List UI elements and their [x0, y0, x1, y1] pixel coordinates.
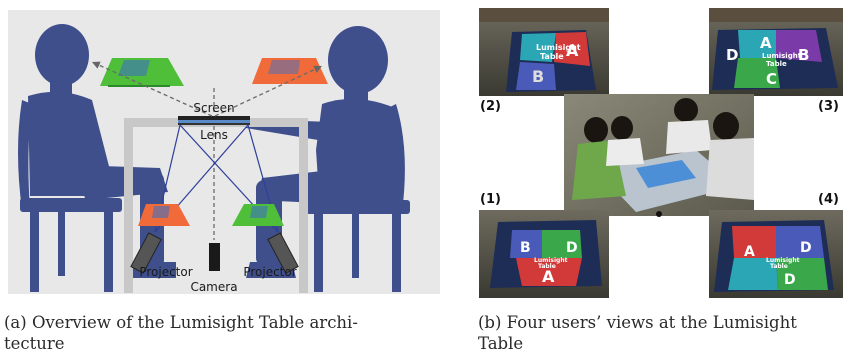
- right-user-view: [252, 58, 328, 84]
- view-1-brand-line1: Lumisight: [534, 257, 568, 264]
- view-2-brand-line1: Lumisight: [536, 43, 581, 52]
- caption-a-line1: (a) Overview of the Lumisight Table arch…: [4, 313, 358, 332]
- sight-lines: [91, 61, 323, 240]
- lens-layer: [178, 120, 250, 123]
- view-4-brand-line2: Table: [770, 263, 788, 270]
- views-svg: Lumisight Table A B A B C D Lumisight Ta…: [479, 8, 843, 298]
- view-label-4: (4): [818, 192, 839, 207]
- lens-label: Lens: [200, 128, 228, 142]
- camera: [209, 243, 220, 271]
- view-2-photo: Lumisight Table A B: [479, 8, 609, 96]
- architecture-svg: Screen Lens Projector Camera Projector: [8, 10, 440, 294]
- view-label-1: (1): [480, 192, 501, 207]
- view-2-letter-a: A: [566, 41, 579, 60]
- screen-layer: [178, 116, 250, 120]
- caption-b: (b) Four users’ views at the Lumisight T…: [478, 312, 843, 354]
- left-projector: [130, 232, 162, 274]
- architecture-diagram: Screen Lens Projector Camera Projector: [0, 0, 445, 300]
- left-chair: [18, 100, 122, 292]
- caption-b-line1: (b) Four users’ views at the Lumisight: [478, 313, 797, 332]
- view-label-2: (2): [480, 99, 501, 114]
- center-room-photo: [564, 94, 754, 217]
- left-projected-image: [138, 204, 190, 226]
- view-4-brand-line1: Lumisight: [766, 257, 800, 264]
- screen-label: Screen: [193, 101, 234, 115]
- projector-right-label: Projector: [243, 265, 296, 279]
- view-4-letter-d: D: [800, 240, 812, 256]
- view-2-brand-line2: Table: [540, 52, 564, 61]
- view-1-letter-d: D: [566, 240, 578, 256]
- left-user-view: [100, 58, 184, 87]
- view-3-brand-line1: Lumisight: [762, 52, 802, 60]
- right-projector: [267, 232, 299, 274]
- caption-a-line2: tecture: [4, 334, 65, 353]
- view-1-photo: B D A Lumisight Table: [479, 210, 609, 298]
- user-views-collage: Lumisight Table A B A B C D Lumisight Ta…: [476, 0, 845, 300]
- camera-label: Camera: [190, 280, 237, 294]
- view-3-letter-a: A: [760, 34, 772, 52]
- view-1-letter-b: B: [520, 240, 531, 256]
- view-3-brand-line2: Table: [766, 60, 787, 68]
- view-3-photo: A B C D Lumisight Table: [709, 8, 843, 96]
- view-4-photo: A D D Lumisight Table: [709, 210, 843, 298]
- view-2-letter-b: B: [532, 67, 544, 86]
- view-4-letter-d2: D: [784, 272, 796, 288]
- view-1-brand-line2: Table: [538, 263, 556, 270]
- view-label-3: (3): [818, 99, 839, 114]
- projector-left-label: Projector: [139, 265, 192, 279]
- caption-a: (a) Overview of the Lumisight Table arch…: [4, 312, 444, 354]
- caption-b-line2: Table: [478, 334, 524, 353]
- view-3-letter-d: D: [726, 46, 738, 64]
- view-4-letter-a: A: [744, 244, 755, 260]
- right-chair: [306, 104, 410, 292]
- view-3-letter-c: C: [766, 70, 777, 88]
- right-projected-image: [232, 204, 284, 226]
- view-1-letter-a: A: [542, 267, 555, 286]
- view-3-letter-b: B: [798, 46, 809, 64]
